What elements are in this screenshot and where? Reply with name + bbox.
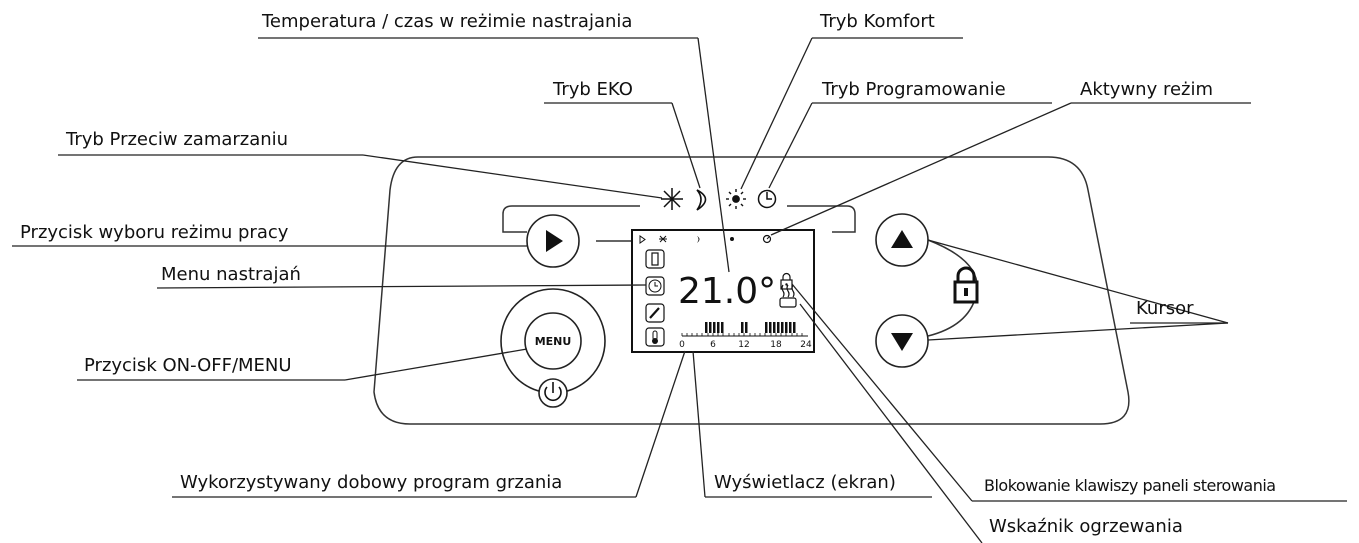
tick-6: 6 bbox=[710, 340, 716, 350]
tick-18: 18 bbox=[770, 340, 782, 350]
arrow-down-icon bbox=[891, 333, 913, 351]
menu-button-label: MENU bbox=[535, 335, 572, 348]
label-key-lock: Blokowanie klawiszy paneli sterowania bbox=[984, 476, 1276, 495]
display-screen: 21.0° bbox=[631, 229, 815, 353]
label-heating-indicator: Wskaźnik ogrzewania bbox=[989, 516, 1183, 537]
tick-0: 0 bbox=[679, 340, 685, 350]
label-eco: Tryb EKO bbox=[552, 79, 633, 100]
moon-icon bbox=[696, 189, 707, 211]
panel-outline bbox=[373, 156, 1130, 425]
snowflake-icon bbox=[661, 188, 683, 210]
arrow-up-icon bbox=[891, 230, 913, 248]
temperature-readout: 21.0° bbox=[678, 271, 776, 312]
label-antifreeze: Tryb Przeciw zamarzaniu bbox=[65, 129, 288, 150]
label-daily-program: Wykorzystywany dobowy program grzania bbox=[180, 472, 562, 493]
menu-button[interactable]: MENU bbox=[500, 288, 606, 394]
lock-icon bbox=[953, 266, 979, 304]
heating-icon bbox=[779, 284, 797, 308]
label-display: Wyświetlacz (ekran) bbox=[714, 472, 896, 493]
label-setting-value: Temperatura / czas w reżimie nastrajania bbox=[261, 11, 632, 32]
power-icon bbox=[538, 378, 568, 408]
label-settings-menu: Menu nastrajań bbox=[161, 264, 301, 285]
program-ticks bbox=[681, 333, 803, 336]
mode-select-button[interactable] bbox=[526, 214, 580, 268]
tick-24: 24 bbox=[800, 340, 812, 350]
label-programming: Tryb Programowanie bbox=[821, 79, 1006, 100]
label-cursor: Kursor bbox=[1136, 298, 1194, 319]
program-bars bbox=[705, 322, 796, 333]
label-onoff-menu: Przycisk ON-OFF/MENU bbox=[84, 355, 292, 376]
label-mode-button: Przycisk wyboru reżimu pracy bbox=[20, 222, 289, 243]
play-icon bbox=[546, 230, 563, 252]
mode-bracket bbox=[502, 205, 856, 242]
label-comfort: Tryb Komfort bbox=[819, 11, 935, 32]
leader-lines bbox=[12, 37, 1347, 543]
label-active-mode: Aktywny reżim bbox=[1080, 79, 1213, 100]
sun-icon bbox=[726, 189, 746, 209]
cursor-down-button[interactable] bbox=[875, 314, 929, 368]
tick-12: 12 bbox=[738, 340, 749, 350]
cursor-up-button[interactable] bbox=[875, 213, 929, 267]
clock-icon bbox=[757, 189, 777, 209]
